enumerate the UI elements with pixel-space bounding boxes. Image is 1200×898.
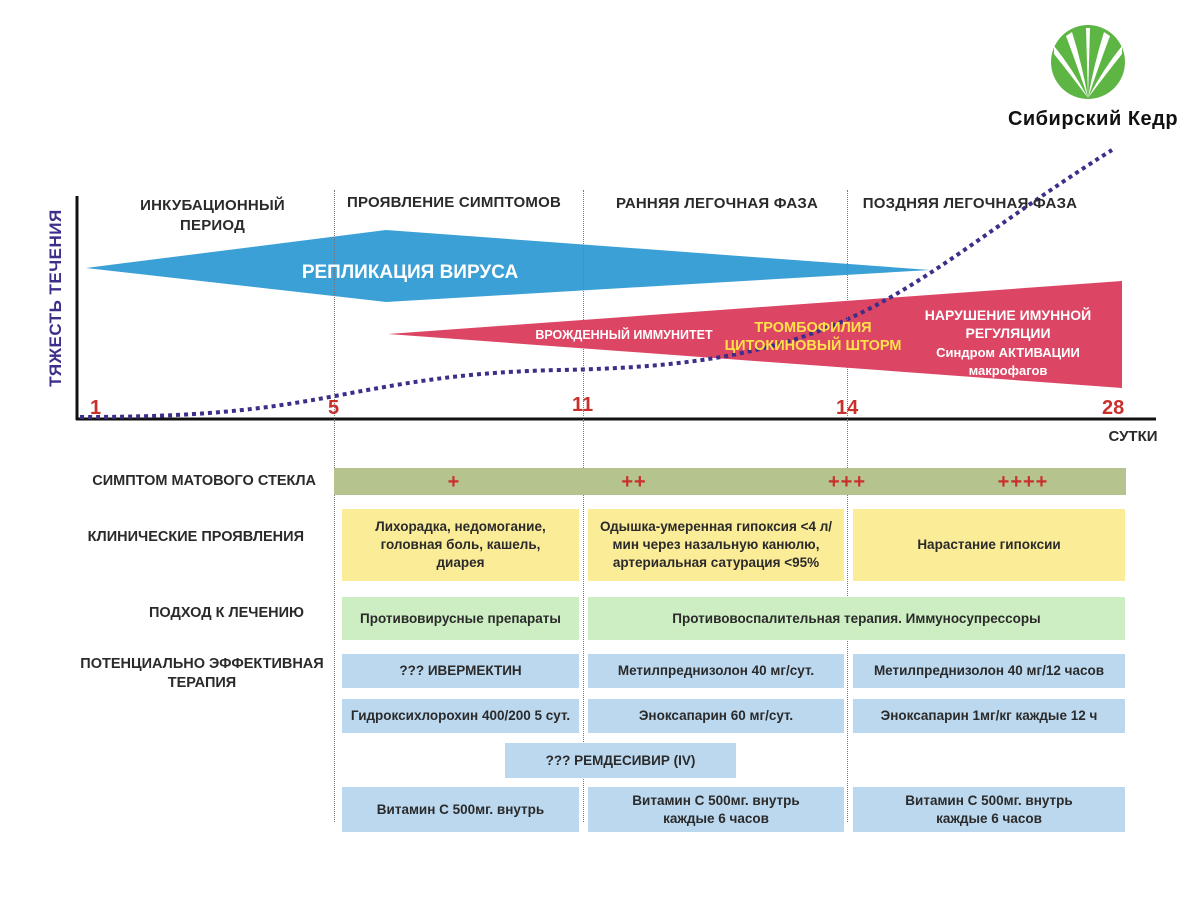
day-14: 14: [836, 397, 859, 419]
brand-name: Сибирский Кедр: [1007, 108, 1179, 130]
phase-incubation: ИНКУБАЦИОННЫЙ ПЕРИОД: [140, 197, 285, 234]
row-label-approach: ПОДХОД К ЛЕЧЕНИЮ: [148, 605, 304, 621]
cytokine-storm-label: ЦИТОКИНОВЫЙ ШТОРМ: [724, 338, 902, 354]
severity-curve: [79, 148, 1114, 419]
thrombophilia-label: ТРОМБОФИЛИЯ: [754, 320, 872, 336]
row-label-therapy-text: ПОТЕНЦИАЛЬНО ЭФФЕКТИВНАЯ ТЕРАПИЯ: [80, 656, 324, 691]
row-label-clinical: КЛИНИЧЕСКИЕ ПРОЯВЛЕНИЯ: [87, 529, 304, 545]
clinical-cell-1: Лихорадка, недомогание, головная боль, к…: [342, 509, 579, 581]
therapy-enoxaparin-12h: Эноксапарин 1мг/кг каждые 12 ч: [853, 699, 1125, 733]
innate-immunity-label: ВРОЖДЕННЫЙ ИММУНИТЕТ: [535, 328, 713, 342]
approach-cell-antiinflammatory: Противовоспалительная терапия. Иммуносуп…: [588, 597, 1125, 640]
divider-day-11: [583, 190, 584, 822]
macrophage-activation-line-1: Синдром АКТИВАЦИИ: [936, 345, 1080, 360]
immune-dysregulation-line-2: РЕГУЛЯЦИИ: [965, 325, 1051, 341]
therapy-methylpred-daily: Метилпреднизолон 40 мг/сут.: [588, 654, 844, 688]
brand-logo: Сибирский Кедр: [996, 24, 1186, 134]
virus-replication-band: [86, 230, 930, 302]
x-axis-unit: СУТКИ: [1108, 428, 1158, 445]
approach-cell-antiviral: Противовирусные препараты: [342, 597, 579, 640]
macrophage-activation-label: Синдром АКТИВАЦИИ макрофагов: [918, 344, 1098, 380]
severity-chart: [75, 148, 1156, 421]
row-label-therapy: ПОТЕНЦИАЛЬНО ЭФФЕКТИВНАЯ ТЕРАПИЯ: [60, 655, 324, 693]
virus-replication-label: РЕПЛИКАЦИЯ ВИРУСА: [301, 262, 519, 283]
day-5: 5: [328, 397, 340, 419]
therapy-enoxaparin-daily: Эноксапарин 60 мг/сут.: [588, 699, 844, 733]
therapy-vitamin-c-mid: Витамин С 500мг. внутрь каждые 6 часов: [588, 787, 844, 832]
day-28: 28: [1102, 397, 1125, 419]
therapy-vitamin-c-early: Витамин С 500мг. внутрь: [342, 787, 579, 832]
ground-glass-mark-1: +: [447, 471, 461, 493]
therapy-vitamin-c-late: Витамин С 500мг. внутрь каждые 6 часов: [853, 787, 1125, 832]
clinical-cell-3: Нарастание гипоксии: [853, 509, 1125, 581]
y-axis-label: ТЯЖЕСТЬ ТЕЧЕНИЯ: [46, 209, 65, 387]
ground-glass-mark-4: ++++: [997, 471, 1049, 493]
immune-dysregulation-line-1: НАРУШЕНИЕ ИМУННОЙ: [924, 307, 1092, 323]
immune-dysregulation-label: НАРУШЕНИЕ ИМУННОЙ РЕГУЛЯЦИИ: [910, 306, 1106, 342]
day-11: 11: [572, 394, 594, 416]
row-label-ground-glass: СИМПТОМ МАТОВОГО СТЕКЛА: [92, 473, 316, 489]
clinical-cell-2: Одышка-умеренная гипоксия <4 л/мин через…: [588, 509, 844, 581]
ground-glass-bar: [334, 468, 1126, 495]
therapy-remdesivir: ??? РЕМДЕСИВИР (IV): [505, 743, 736, 778]
ground-glass-mark-2: ++: [621, 471, 647, 493]
phase-early-lung: РАННЯЯ ЛЕГОЧНАЯ ФАЗА: [615, 195, 819, 212]
cedar-logo-icon: [1051, 25, 1125, 99]
divider-day-5: [334, 190, 335, 822]
macrophage-activation-line-2: макрофагов: [968, 363, 1048, 378]
immune-band: [388, 281, 1122, 388]
divider-day-14: [847, 190, 848, 822]
ground-glass-mark-3: +++: [827, 471, 867, 493]
day-1: 1: [90, 397, 102, 419]
therapy-hydroxychloroquine: Гидроксихлорохин 400/200 5 сут.: [342, 699, 579, 733]
phase-late-lung: ПОЗДНЯЯ ЛЕГОЧНАЯ ФАЗА: [862, 195, 1078, 212]
phase-symptoms: ПРОЯВЛЕНИЕ СИМПТОМОВ: [347, 194, 561, 211]
therapy-ivermectin: ??? ИВЕРМЕКТИН: [342, 654, 579, 688]
therapy-methylpred-12h: Метилпреднизолон 40 мг/12 часов: [853, 654, 1125, 688]
